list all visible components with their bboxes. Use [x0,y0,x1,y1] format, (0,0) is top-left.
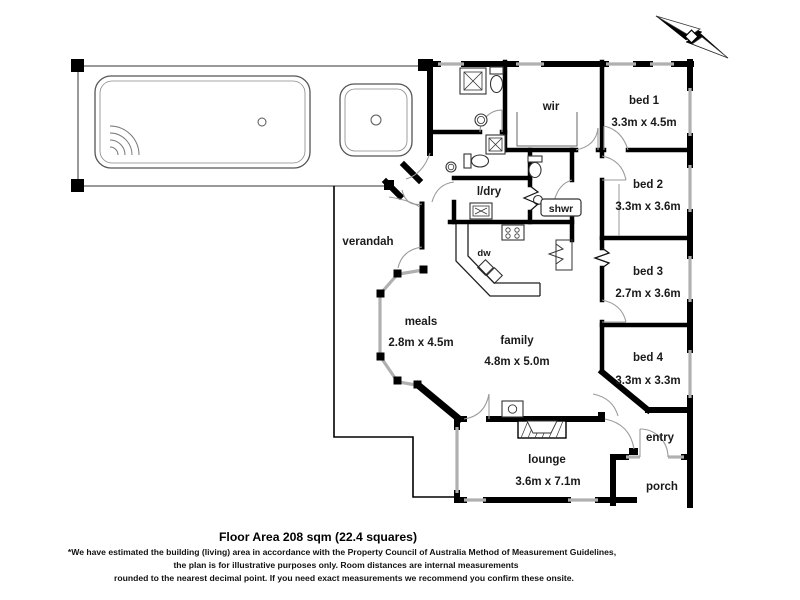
room-label-verandah: verandah [342,236,393,248]
laundry-trough-icon [469,202,493,220]
room-dims-bed2: 3.3m x 3.6m [615,201,680,213]
room-label-meals: meals [405,316,438,328]
room-dims-lounge: 3.6m x 7.1m [515,476,580,488]
basin-icon [474,113,488,127]
room-label-porch: porch [646,481,678,493]
swimming-pool [94,75,311,169]
toilet-icon [489,66,504,94]
verandah-boundary [333,186,457,498]
room-dims-meals: 2.8m x 4.5m [388,337,453,349]
disclaimer-line-2: the plan is for illustrative purposes on… [173,560,518,570]
robe-bifold [593,247,611,269]
shower-icon [459,67,487,95]
pantry [547,239,573,271]
bay-window-posts [376,265,428,389]
room-label-bed2: bed 2 [633,179,663,191]
disclaimer-line-3: rounded to the nearest decimal point. If… [114,573,574,583]
robe-outline [516,112,578,147]
shwr-label-box [540,198,582,217]
kitchen-bench [455,224,541,297]
room-dims-bed1: 3.3m x 4.5m [611,117,676,129]
pool-steps [109,125,140,156]
toilet-icon [463,153,490,169]
external-walls [381,59,694,508]
disclaimer-line-1: *We have estimated the building (living)… [68,547,616,557]
windows [378,62,692,502]
floor-area-text: Floor Area 208 sqm (22.4 squares) [219,530,417,544]
room-label-shwr: shwr [549,203,574,215]
cooktop-icon [501,224,525,241]
label-dishwasher: dw [477,248,491,259]
door-arcs [388,109,669,458]
room-label-entry: entry [646,432,675,444]
fence-post [71,59,84,72]
spa [339,83,413,157]
shower-icon [485,134,506,155]
room-label-family: family [500,335,534,347]
room-label-bed3: bed 3 [633,266,663,278]
room-label-ldry: l/dry [477,186,502,198]
fence-post [71,179,84,192]
wall-stub [598,412,605,421]
wall-stub [629,448,638,455]
room-label-bed4: bed 4 [633,352,664,364]
toilet-icon [527,155,543,179]
fireplace-icon [517,420,567,439]
laundry-bifold [522,185,540,212]
room-dims-bed3: 2.7m x 3.6m [615,288,680,300]
room-label-lounge: lounge [528,454,566,466]
room-dims-family: 4.8m x 5.0m [484,356,549,368]
interior-walls [427,59,693,375]
room-label-wir: wir [542,101,560,113]
room-label-bed1: bed 1 [629,95,660,107]
wood-heater-icon [501,400,524,418]
room-dims-bed4: 3.3m x 3.3m [615,375,680,387]
fixtures [445,66,544,418]
basin-icon [445,161,457,173]
north-arrow-icon [655,15,729,59]
